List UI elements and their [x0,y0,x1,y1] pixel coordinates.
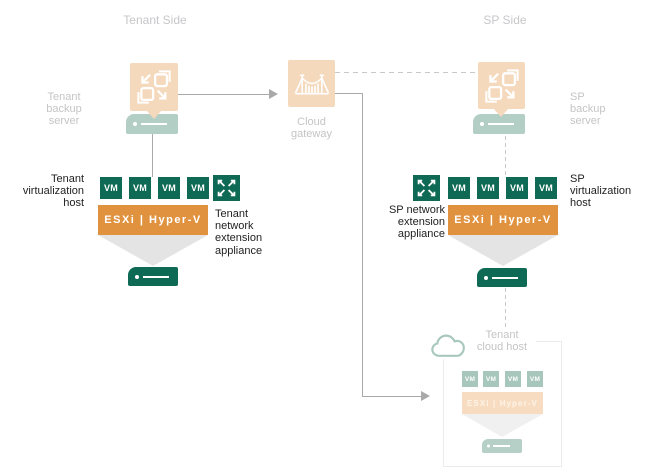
tenant-network-extension-appliance-icon [213,175,240,201]
tenant-backup-pointer-icon [146,110,162,119]
vm-badge: VM [100,177,122,199]
server-slot-icon [143,275,169,278]
tenant-funnel-icon [98,235,208,266]
sp-network-extension-appliance-icon [413,175,440,201]
tenant-backup-server-label: Tenant backup server [46,91,82,128]
tenant-network-appliance-label: Tenant network extension appliance [215,208,263,257]
vm-badge-faded: VM [483,371,499,387]
sp-network-appliance-label: SP network extension appliance [388,204,445,241]
vm-badge: VM [535,177,557,199]
vm-badge: VM [158,177,180,199]
sp-to-cloudhost-dashed-line [505,288,506,332]
tenant-virtualization-host-label: Tenant virtualization host [22,173,84,210]
sp-backup-server-icon [478,62,525,109]
tenant-to-gateway-arrowhead-icon [269,89,278,99]
sp-virtualization-host-label: SP virtualization host [570,173,632,210]
server-led-icon [480,122,484,126]
sp-side-heading: SP Side [483,13,527,27]
cloud-host-esxi-hyperv-bar: ESXi | Hyper-V [462,392,543,414]
vm-badge-faded: VM [527,371,543,387]
backup-server-glyph-icon [484,68,519,103]
sp-appliance-server-bar-icon [477,268,527,287]
expand-arrows-icon [217,179,236,197]
server-led-icon [484,275,488,280]
vm-badge: VM [506,177,528,199]
cloud-host-funnel-icon [462,414,543,437]
vm-badge: VM [187,177,209,199]
tenant-backup-server-bar-icon [126,114,178,134]
tenant-backup-to-host-line [152,134,153,177]
gateway-route-segment-3 [362,396,422,397]
cloud-gateway-label: Cloud gateway [291,116,332,141]
tenant-backup-server-icon [130,63,178,111]
server-led-icon [487,444,490,448]
sp-backup-server-label: SP backup server [570,91,606,128]
vm-badge-faded: VM [505,371,521,387]
tenant-appliance-server-bar-icon [128,267,178,286]
tenant-side-heading: Tenant Side [123,13,187,27]
cloud-gateway-icon [288,60,335,107]
vm-badge: VM [477,177,499,199]
gateway-route-segment-2 [362,93,363,397]
backup-server-glyph-icon [137,70,171,104]
server-slot-icon [492,276,518,279]
server-slot-icon [141,123,167,125]
sp-esxi-hyperv-bar: ESXi | Hyper-V [448,205,558,235]
vm-badge: VM [129,177,151,199]
sp-backup-pointer-icon [493,108,509,117]
server-slot-icon [488,123,514,125]
sp-funnel-icon [448,235,558,266]
sp-backup-to-host-dashed-line [505,136,506,176]
server-led-icon [135,274,139,279]
server-led-icon [133,122,137,126]
gateway-to-sp-dashed-line [335,72,478,73]
cloud-icon [430,331,467,359]
tenant-esxi-hyperv-bar: ESXi | Hyper-V [98,205,208,235]
bridge-glyph-icon [294,74,329,95]
route-arrowhead-icon [421,391,430,401]
vm-badge: VM [448,177,470,199]
tenant-to-gateway-line [178,94,270,95]
expand-arrows-icon [417,179,436,197]
cloud-host-server-bar-icon [482,439,522,453]
gateway-route-segment-1 [332,93,363,94]
cloud-outline-icon [431,334,465,357]
server-slot-icon [493,445,510,447]
tenant-cloud-host-label: Tenant cloud host [468,329,536,354]
vm-badge-faded: VM [462,371,478,387]
sp-backup-server-bar-icon [473,114,525,134]
